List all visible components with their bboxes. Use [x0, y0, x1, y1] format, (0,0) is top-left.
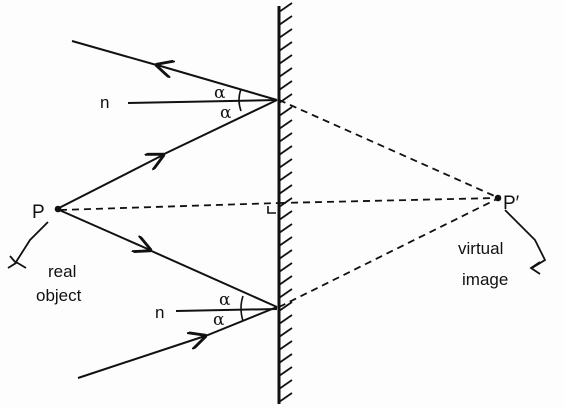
- normal-label-lower: n: [155, 303, 164, 322]
- incident-ray-lower: [56, 208, 278, 308]
- right-angle-mark: [267, 206, 276, 214]
- angle-label-upper-bottom: α: [220, 103, 232, 123]
- object-point-label: P: [32, 202, 45, 223]
- image-point-label: P′: [503, 193, 520, 214]
- dashed-perpendicular-left: [59, 202, 280, 211]
- real-object-label-line1: real: [48, 262, 76, 281]
- virtual-image-label-line1: virtual: [458, 239, 503, 258]
- reflected-ray-lower: [77, 306, 278, 379]
- real-object-label-line2: object: [36, 286, 82, 305]
- dashed-extension-lower: [278, 197, 500, 308]
- angle-label-upper-top: α: [214, 83, 226, 103]
- incident-ray-upper: [56, 99, 278, 210]
- angle-arc-upper: [238, 88, 242, 112]
- angle-label-lower-top: α: [219, 290, 231, 310]
- plane-mirror: [277, 2, 293, 404]
- virtual-image-label-line2: image: [462, 270, 508, 289]
- angle-arc-lower: [240, 295, 244, 322]
- mirror-hatching: [278, 2, 293, 403]
- dashed-perpendicular-right: [278, 197, 498, 204]
- normal-label-upper: n: [100, 93, 109, 112]
- normal-line-lower: [175, 308, 278, 312]
- angle-label-lower-bottom: α: [213, 310, 225, 330]
- virtual-image-callout-arrow: [504, 209, 547, 275]
- reflected-ray-upper: [71, 40, 278, 101]
- object-point-dot: [54, 205, 62, 213]
- image-point-dot: [494, 194, 502, 202]
- real-object-callout-arrow: [7, 221, 49, 269]
- dashed-extension-upper: [278, 99, 500, 199]
- normal-line-upper: [127, 99, 278, 104]
